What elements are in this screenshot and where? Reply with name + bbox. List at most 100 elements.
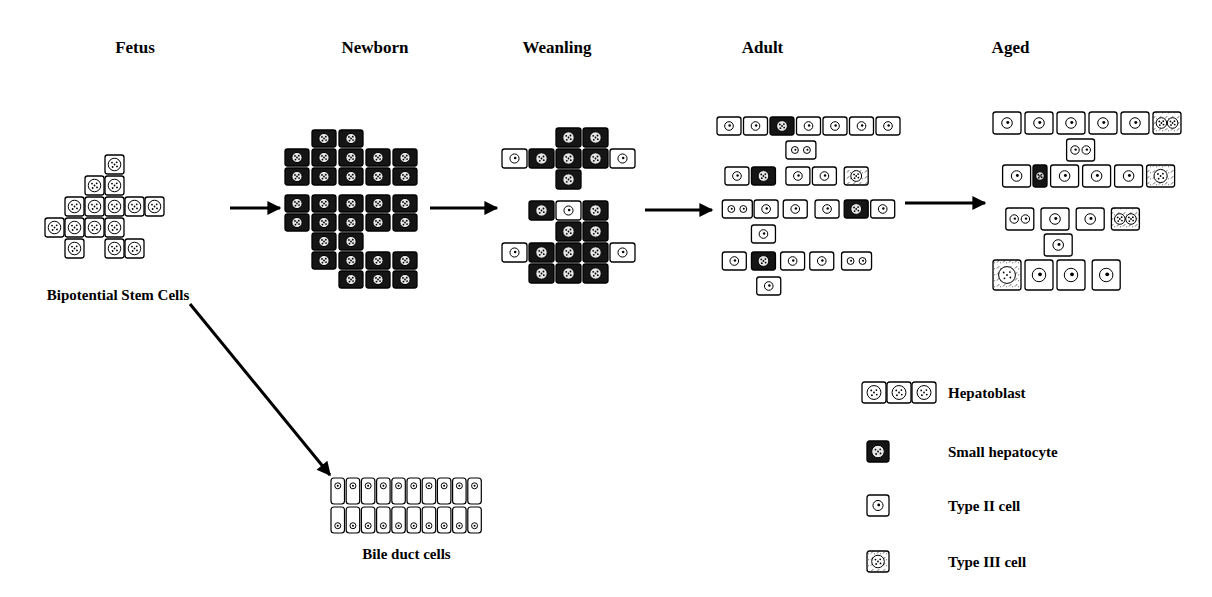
drawing-part [114, 227, 116, 229]
t2-cell [823, 117, 847, 135]
legend-swatch [858, 439, 938, 465]
s-cell [529, 149, 554, 168]
drawing-part [346, 478, 360, 504]
drawing-part [352, 155, 354, 157]
drawing-part [114, 248, 116, 250]
legend-label: Type III cell [948, 553, 1026, 571]
drawing-part [339, 168, 363, 185]
drawing-part [403, 159, 405, 161]
drawing-part [68, 200, 81, 213]
drawing-part [406, 223, 408, 225]
drawing-part [365, 483, 371, 489]
drawing-part [51, 225, 53, 227]
drawing-part [872, 445, 885, 458]
drawing-part [536, 205, 547, 216]
drawing-part [610, 243, 635, 262]
drawing-part [597, 274, 599, 276]
drawing-part [754, 200, 778, 218]
adult-cluster: Adult [712, 38, 905, 304]
drawing-part [783, 123, 785, 125]
drawing-part [565, 229, 567, 231]
drawing-part [1059, 171, 1070, 182]
drawing-part [393, 271, 417, 288]
drawing-part [757, 277, 781, 295]
drawing-part [583, 222, 608, 241]
t2-cell [1025, 260, 1053, 290]
drawing-part [820, 172, 829, 181]
drawing-part [321, 201, 323, 203]
drawing-part [1170, 124, 1172, 126]
hb-cell [105, 176, 124, 195]
drawing-part [751, 252, 775, 270]
drawing-part [352, 258, 354, 260]
drawing-part [541, 273, 543, 275]
drawing-part [1096, 174, 1099, 177]
drawing-part [570, 229, 572, 231]
drawing-part [1162, 173, 1164, 175]
drawing-part [583, 149, 608, 168]
drawing-part [593, 233, 595, 235]
drawing-part [592, 135, 594, 137]
drawing-part [1128, 174, 1131, 177]
drawing-part [96, 228, 98, 230]
drawing-part [1130, 118, 1141, 129]
drawing-part [892, 386, 906, 400]
drawing-part [878, 205, 887, 214]
drawing-part [325, 139, 327, 141]
drawing-part [71, 225, 73, 227]
drawing-part [322, 224, 324, 226]
drawing-part [402, 201, 404, 203]
drawing-part [857, 122, 866, 131]
stage-title: Adult [742, 38, 784, 58]
drawing-part [595, 273, 597, 275]
t2-cell [815, 200, 839, 218]
drawing-part [366, 271, 390, 288]
drawing-part [325, 155, 327, 157]
drawing-part [339, 130, 363, 147]
drawing-part [312, 233, 336, 250]
drawing-part [348, 220, 350, 222]
drawing-part [105, 218, 124, 237]
drawing-part [766, 207, 768, 209]
drawing-part [853, 206, 855, 208]
drawing-part [779, 123, 781, 125]
drawing-part [1003, 272, 1005, 274]
legend-label: Hepatoblast [948, 384, 1026, 402]
drawing-part [855, 175, 857, 177]
drawing-part [539, 212, 541, 214]
drawing-part [94, 206, 96, 208]
drawing-part [111, 162, 113, 164]
newborn-cluster: Newborn [280, 38, 430, 296]
drawing-part [1057, 112, 1085, 134]
bile-duct-cell [346, 478, 360, 504]
drawing-part [759, 230, 768, 239]
drawing-part [54, 227, 56, 229]
drawing-part [312, 130, 336, 147]
drawing-part [857, 173, 859, 175]
drawing-part [404, 203, 406, 205]
drawing-part [76, 207, 78, 209]
drawing-part [437, 478, 451, 504]
drawing-part [1038, 177, 1040, 179]
drawing-part [380, 523, 386, 529]
drawing-part [85, 218, 104, 237]
drawing-part [131, 204, 133, 206]
t2-cell [871, 200, 895, 218]
drawing-part [871, 200, 895, 218]
drawing-part [563, 247, 574, 258]
drawing-part [116, 224, 118, 226]
drawing-part [413, 525, 415, 527]
s-cell [556, 222, 581, 241]
drawing-part [733, 172, 742, 181]
cell-illustration [30, 38, 230, 304]
drawing-part [443, 525, 445, 527]
drawing-part [566, 275, 568, 277]
drawing-part [563, 132, 574, 143]
drawing-part [1070, 272, 1074, 276]
drawing-part [565, 250, 567, 252]
drawing-part [393, 168, 417, 185]
drawing-part [296, 176, 298, 178]
s-cell [393, 149, 417, 166]
drawing-part [406, 158, 408, 160]
drawing-part [402, 220, 404, 222]
